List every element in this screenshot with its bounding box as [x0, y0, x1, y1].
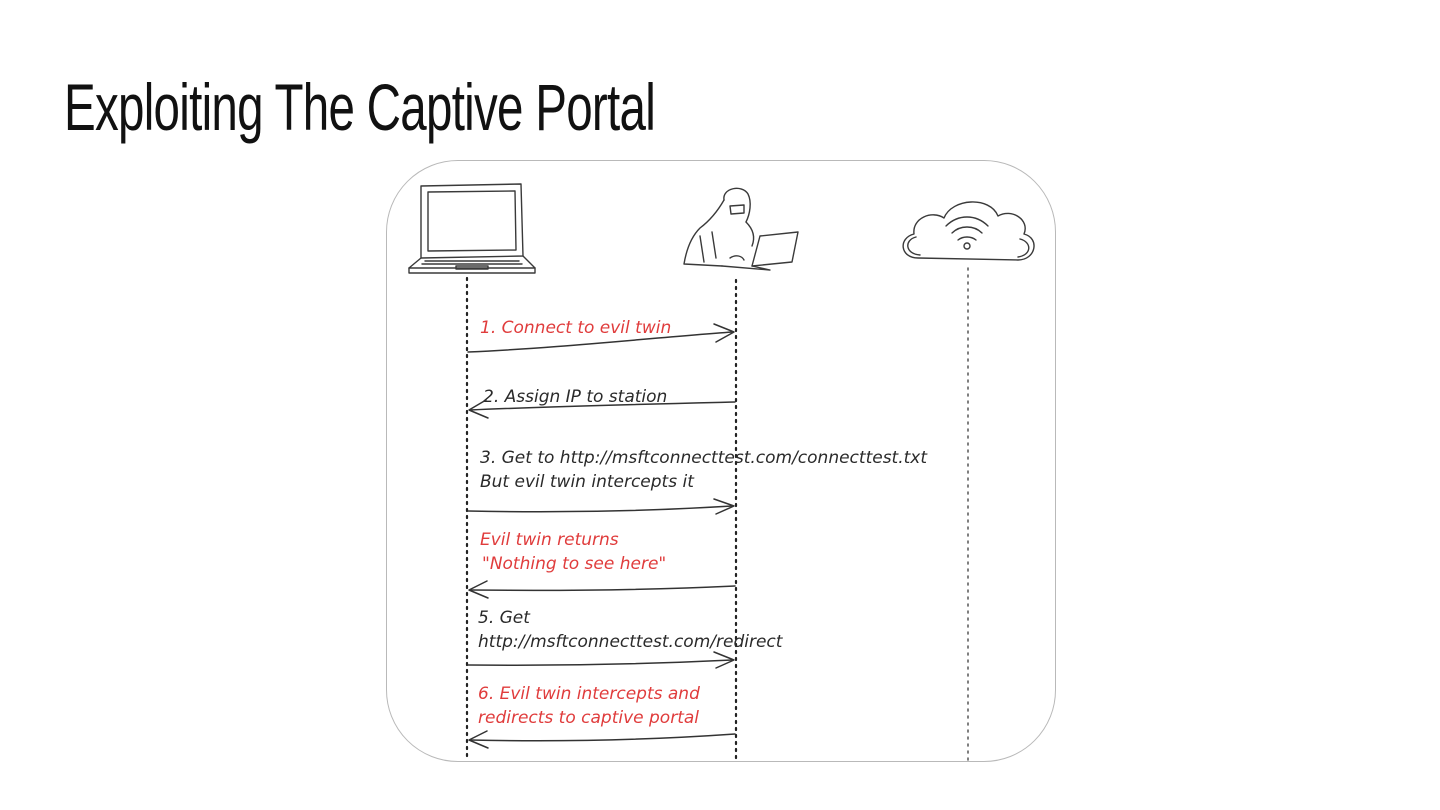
message-3-label-line2: But evil twin intercepts it	[480, 472, 695, 492]
message-4-label-line2: "Nothing to see here"	[482, 554, 666, 574]
message-2-label: 2. Assign IP to station	[483, 387, 667, 407]
message-4: Evil twin returns "Nothing to see here"	[468, 530, 736, 599]
laptop-icon	[408, 183, 536, 274]
message-2: 2. Assign IP to station	[468, 387, 736, 419]
message-6-label-line2: redirects to captive portal	[478, 708, 699, 728]
message-1: 1. Connect to evil twin	[467, 318, 735, 353]
message-5-label-line1: 5. Get	[478, 608, 531, 628]
message-6-label-line1: 6. Evil twin intercepts and	[478, 684, 700, 704]
hacker-icon	[683, 187, 799, 271]
message-5-label-line2: http://msftconnecttest.com/redirect	[478, 632, 784, 652]
message-2-arrow	[469, 401, 736, 411]
message-1-arrow	[467, 331, 733, 353]
message-3: 3. Get to http://msftconnecttest.com/con…	[467, 448, 928, 515]
message-4-arrow	[469, 585, 736, 592]
message-3-arrow	[467, 505, 733, 513]
slide-title: Exploiting The Captive Portal	[64, 70, 656, 144]
message-3-label-line1: 3. Get to http://msftconnecttest.com/con…	[480, 448, 928, 468]
message-5: 5. Get http://msftconnecttest.com/redire…	[467, 608, 784, 669]
message-6: 6. Evil twin intercepts and redirects to…	[468, 684, 736, 749]
wifi-cloud-icon	[902, 201, 1035, 261]
message-4-label-line1: Evil twin returns	[480, 530, 619, 550]
message-6-arrow	[469, 733, 736, 742]
message-5-arrow	[467, 659, 733, 667]
message-1-label: 1. Connect to evil twin	[480, 318, 671, 338]
